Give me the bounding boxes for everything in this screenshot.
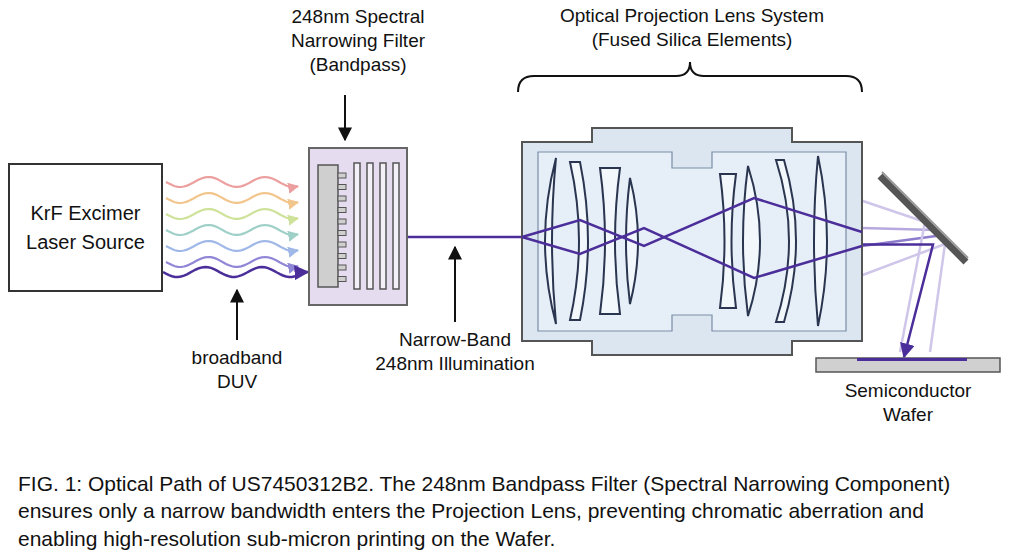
beam-connector: [862, 245, 933, 358]
component-heading: Optical Projection Lens System (Fused Si…: [532, 4, 852, 52]
broadband-waves: [166, 177, 298, 267]
callout-label: Narrow-Band 248nm Illumination: [370, 328, 540, 376]
beam-connector: [163, 267, 308, 277]
node-shape: [522, 128, 862, 355]
figure-caption: FIG. 1: Optical Path of US7450312B2. The…: [18, 470, 1008, 552]
laser-box: KrF Excimer Laser Source: [8, 163, 163, 292]
lens-housing: Optical Projection Lens System (Fused Si…: [522, 128, 862, 355]
component-heading: 248nm Spectral Narrowing Filter (Bandpas…: [268, 5, 448, 76]
leader-arrow: [344, 95, 346, 140]
wafer: Semiconductor Wafer: [815, 357, 1001, 433]
callout-label: broadband DUV: [177, 346, 297, 394]
beam-connector: [408, 236, 522, 239]
node-label: Semiconductor Wafer: [833, 379, 983, 427]
heading-wrap: 248nm Spectral Narrowing Filter (Bandpas…: [248, 5, 468, 76]
node-shape: [308, 147, 408, 306]
filter-plate: 248nm Spectral Narrowing Filter (Bandpas…: [308, 147, 408, 306]
fold-mirror: [880, 176, 966, 262]
wave-line: [166, 257, 298, 267]
wave-line: [166, 225, 298, 235]
wave-line: [166, 177, 298, 187]
node-shape: [8, 163, 163, 292]
heading-wrap: Optical Projection Lens System (Fused Si…: [462, 4, 922, 52]
wave-line: [166, 241, 298, 251]
leader-arrow: [236, 290, 238, 340]
node-label: KrF Excimer Laser Source: [21, 199, 151, 257]
bracket: [518, 62, 862, 92]
leader-arrow: [454, 247, 456, 322]
wave-line: [166, 209, 298, 219]
wave-line: [166, 193, 298, 203]
